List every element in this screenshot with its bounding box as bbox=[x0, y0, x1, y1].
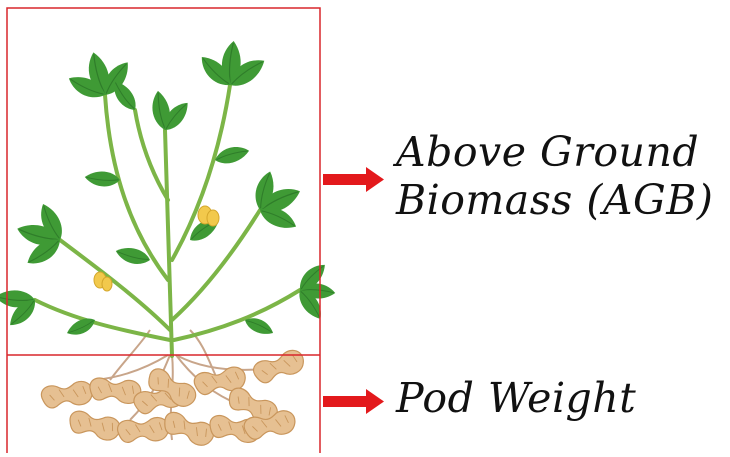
pod-weight-label: Pod Weight bbox=[396, 374, 636, 422]
peanut-pods-illustration bbox=[40, 347, 307, 449]
right-arrow-icon bbox=[323, 389, 384, 414]
agb-label: Above Ground Biomass (AGB) bbox=[396, 128, 713, 225]
agb-label-line2: Biomass (AGB) bbox=[396, 176, 713, 224]
agb-label-line1: Above Ground bbox=[396, 128, 713, 176]
right-arrow-icon bbox=[323, 167, 384, 192]
